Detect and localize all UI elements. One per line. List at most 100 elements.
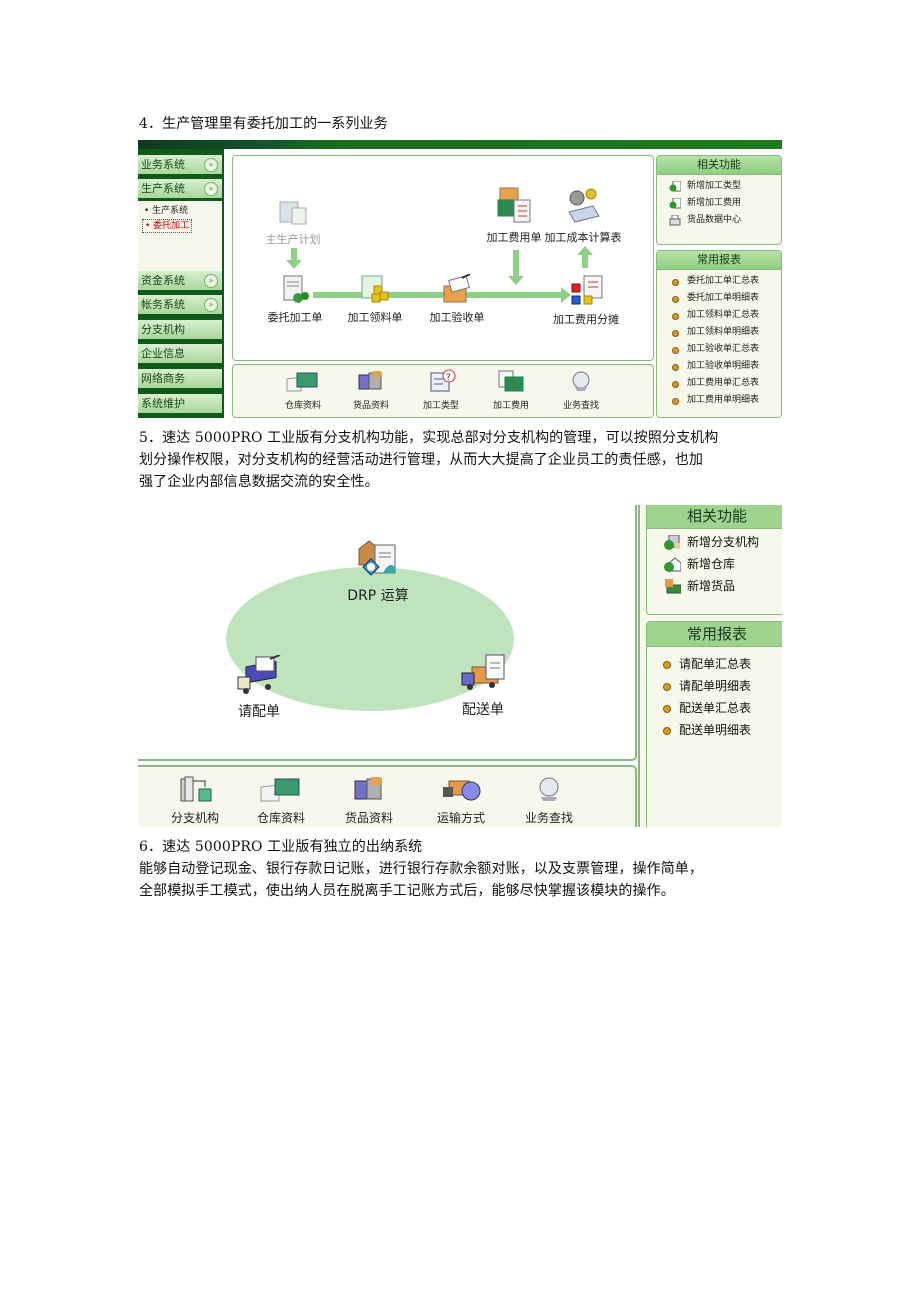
acceptance-order-icon (443, 273, 471, 303)
nav-network-business[interactable]: 网络商务 (138, 369, 222, 389)
branch-screenshot: DRP 运算 请配单 配送单 分支机构 仓库资料 货品资料 运输方式 (138, 505, 782, 827)
nav-fund-system[interactable]: 资金系统 » (138, 271, 222, 291)
nav-subpanel: • 生产系统 • 委托加工 (138, 201, 222, 277)
toolbar-business-search[interactable]: 业务查找 (551, 369, 611, 411)
toolbar-label: 货品资料 (352, 401, 389, 411)
related-item-label: 货品数据中心 (687, 215, 742, 225)
related-item-label: 新增货品 (687, 579, 736, 593)
nav-accounting-system[interactable]: 帐务系统 » (138, 295, 222, 315)
add-doc-icon (669, 181, 681, 192)
report-item[interactable]: 配送单明细表 (647, 719, 782, 741)
report-item[interactable]: 加工费用单汇总表 (657, 375, 781, 392)
arrow-down-fee (513, 250, 519, 278)
flow-panel: 主生产计划 委托加工单 加工领料单 加工验收单 加工费用单 加工成本计算表 加工… (232, 155, 654, 361)
arrow-down (291, 248, 297, 262)
warehouse-icon (286, 372, 318, 392)
flow-line (313, 292, 563, 298)
related-item-add-process-type[interactable]: 新增加工类型 (657, 178, 781, 195)
toolbar-goods[interactable]: 货品资料 (334, 775, 404, 826)
toolbar-branch[interactable]: 分支机构 (160, 775, 230, 826)
bottom-toolbar: 分支机构 仓库资料 货品资料 运输方式 业务查找 (138, 765, 637, 827)
node-drp-calc[interactable]: DRP 运算 (328, 537, 428, 605)
chevron-down-icon[interactable]: » (204, 158, 218, 172)
toolbar-label: 分支机构 (170, 811, 219, 825)
toolbar-goods[interactable]: 货品资料 (341, 369, 401, 411)
node-entrust-order[interactable]: 委托加工单 (255, 274, 335, 325)
toolbar-label: 仓库资料 (256, 811, 305, 825)
report-label: 配送单明细表 (679, 723, 752, 737)
node-acceptance-order[interactable]: 加工验收单 (417, 273, 497, 325)
node-fee-order[interactable]: 加工费用单 (469, 186, 559, 245)
goods-icon (354, 777, 382, 800)
report-label: 请配单明细表 (679, 679, 752, 693)
report-label: 加工验收单明细表 (687, 361, 760, 371)
toolbar-business-search[interactable]: 业务查找 (514, 775, 584, 826)
nav-label: 资金系统 (141, 274, 185, 287)
fee-allocation-icon (571, 275, 603, 305)
related-item-goods-data-center[interactable]: 货品数据中心 (657, 212, 781, 229)
fee-order-icon (497, 187, 531, 223)
nav-business-system[interactable]: 业务系统» (138, 155, 222, 175)
related-functions-title: 相关功能 (657, 156, 781, 175)
report-item[interactable]: 加工验收单汇总表 (657, 341, 781, 358)
search-icon (572, 371, 590, 391)
node-request-order[interactable]: 请配单 (214, 654, 304, 721)
node-fee-allocation[interactable]: 加工费用分摊 (541, 274, 631, 327)
report-item[interactable]: 加工验收单明细表 (657, 358, 781, 375)
nav-label: 帐务系统 (141, 298, 185, 311)
report-item[interactable]: 请配单明细表 (647, 675, 782, 697)
report-item[interactable]: 委托加工单汇总表 (657, 273, 781, 290)
nav-label: 系统维护 (141, 397, 185, 410)
node-label: 加工领料单 (347, 311, 403, 324)
node-label: 配送单 (462, 702, 504, 718)
node-delivery-order[interactable]: 配送单 (438, 653, 528, 719)
paragraph-line: 划分操作权限，对分支机构的经营活动进行管理，从而大大提高了企业员工的责任感，也加 (139, 452, 703, 468)
nav-branch[interactable]: 分支机构 (138, 320, 222, 340)
toolbar-label: 货品资料 (344, 811, 393, 825)
toolbar-warehouse[interactable]: 仓库资料 (246, 775, 316, 826)
section-5-paragraph: 5．速达 5000PRO 工业版有分支机构功能，实现总部对分支机构的管理，可以按… (139, 427, 718, 493)
entrust-order-icon (283, 275, 309, 303)
process-type-icon: ? (430, 369, 456, 392)
toolbar-transport[interactable]: 运输方式 (426, 775, 496, 826)
subitem-production-system[interactable]: • 生产系统 (144, 206, 189, 216)
report-item[interactable]: 加工费用单明细表 (657, 392, 781, 409)
toolbar-process-type[interactable]: ? 加工类型 (411, 369, 471, 411)
warehouse-icon (260, 778, 300, 802)
nav-system-maintenance[interactable]: 系统维护 (138, 394, 222, 414)
chevron-down-icon[interactable]: » (204, 182, 218, 196)
nav-production-system[interactable]: 生产系统» (138, 179, 222, 199)
subitem-entrusted-processing[interactable]: • 委托加工 (142, 219, 193, 233)
toolbar-warehouse[interactable]: 仓库资料 (273, 369, 333, 411)
report-label: 委托加工单汇总表 (687, 276, 760, 286)
related-item-add-warehouse[interactable]: 新增仓库 (647, 553, 782, 575)
production-screenshot: 业务系统» 生产系统» • 生产系统 • 委托加工 资金系统» 帐务系统» 分支… (138, 140, 782, 418)
related-item-add-process-fee[interactable]: 新增加工费用 (657, 195, 781, 212)
chevron-down-icon[interactable]: » (204, 298, 218, 312)
common-reports-panel: 常用报表 委托加工单汇总表 委托加工单明细表 加工领料单汇总表 加工领料单明细表… (656, 250, 782, 418)
report-item[interactable]: 加工领料单明细表 (657, 324, 781, 341)
report-item[interactable]: 加工领料单汇总表 (657, 307, 781, 324)
add-goods-icon (665, 579, 681, 594)
toolbar-process-fee[interactable]: 加工费用 (481, 369, 541, 411)
bullet-icon (672, 381, 679, 388)
report-item[interactable]: 委托加工单明细表 (657, 290, 781, 307)
node-label: 加工成本计算表 (544, 231, 622, 244)
nav-enterprise-info[interactable]: 企业信息 (138, 344, 222, 364)
node-cost-table[interactable]: 加工成本计算表 (533, 186, 633, 245)
report-label: 加工验收单汇总表 (687, 344, 760, 354)
truck-request-icon (237, 654, 281, 694)
related-item-add-goods[interactable]: 新增货品 (647, 575, 782, 597)
truck-delivery-icon (461, 654, 505, 690)
arrow-head-down (286, 260, 302, 269)
subitem-label: 生产系统 (152, 206, 189, 216)
related-item-add-branch[interactable]: 新增分支机构 (647, 531, 782, 553)
node-material-order[interactable]: 加工领料单 (335, 274, 415, 325)
top-banner (138, 140, 782, 149)
drp-icon (358, 540, 396, 576)
report-item[interactable]: 请配单汇总表 (647, 653, 782, 675)
report-item[interactable]: 配送单汇总表 (647, 697, 782, 719)
svg-text:?: ? (446, 373, 451, 383)
chevron-down-icon[interactable]: » (204, 274, 218, 288)
node-master-plan[interactable]: 主生产计划 (253, 196, 333, 247)
